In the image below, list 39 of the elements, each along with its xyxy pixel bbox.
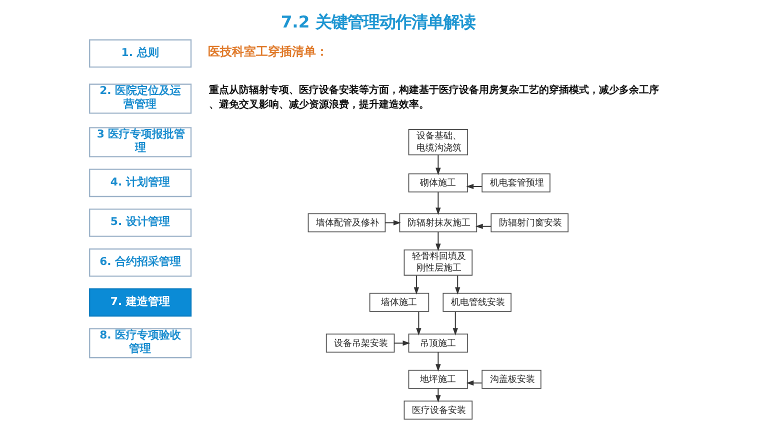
arrow [475, 224, 492, 229]
node-box: 设备基础、电缆沟浇筑 [408, 129, 468, 156]
diagram-title: 7.2 关键管理动作清单解读 [280, 12, 476, 32]
node-box: 防辐射抹灰施工 [399, 213, 478, 232]
arrow [384, 220, 401, 226]
node-box: 8. 医疗专项验收管理 [89, 328, 192, 358]
node-box: 沟盖板安装 [482, 370, 542, 389]
node-box: 机电套管预埋 [482, 173, 550, 192]
arrow [414, 275, 420, 295]
node-box: 5. 设计管理 [89, 208, 192, 237]
node-box: 6. 合约招采管理 [89, 248, 192, 277]
node-box: 砌体施工 [408, 173, 468, 192]
label: 重点从防辐射专项、医疗设备安装等方面，构建基于医疗设备用房复杂工艺的穿插模式，减少多余工序、避免交叉影响、减少资源浪费，提升建造效率。 [209, 85, 660, 111]
arrow [416, 311, 422, 336]
arrow [436, 231, 441, 252]
arrow [466, 184, 482, 190]
node-box: 吊顶施工 [408, 334, 468, 353]
node-box: 轻骨料回填及刚性层施工 [404, 249, 473, 276]
arrow [436, 388, 441, 403]
node-box: 地坪施工 [408, 370, 468, 389]
node-box: 墙体施工 [369, 292, 430, 312]
arrow [394, 340, 410, 346]
node-box: 墙体配管及修补 [308, 213, 386, 232]
arrow [436, 192, 441, 216]
node-box: 1. 总则 [89, 39, 192, 68]
node-box: 7. 建造管理 [89, 288, 192, 317]
node-box: 3 医疗专项报批管理 [89, 127, 192, 158]
node-box: 机电管线安装 [442, 292, 512, 312]
node-box: 2. 医院定位及运营管理 [89, 84, 192, 114]
node-box: 设备吊架安装 [326, 334, 395, 353]
arrow [436, 352, 441, 372]
node-box: 防辐射门窗安装 [490, 213, 569, 232]
arrow [452, 311, 458, 336]
arrow [455, 275, 460, 295]
arrow [436, 154, 441, 176]
node-box: 医疗设备安装 [404, 400, 473, 420]
arrow [466, 380, 482, 386]
node-box: 4. 计划管理 [89, 168, 192, 198]
label: 医技科室工穿插清单： [208, 44, 328, 59]
